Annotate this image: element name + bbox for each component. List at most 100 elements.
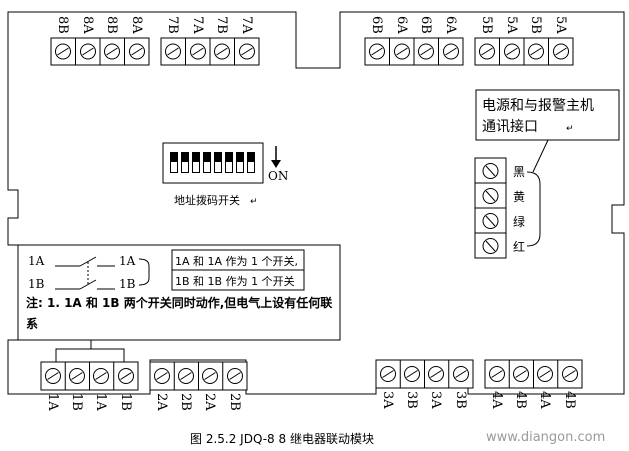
comm-port-terminal: [474, 157, 507, 259]
screw-icon: [482, 163, 499, 179]
group1-bracket: [55, 348, 125, 362]
screw-icon: [45, 368, 61, 384]
screw-icon: [504, 43, 520, 60]
screw-icon: [489, 366, 505, 382]
screw-icon: [443, 43, 459, 60]
note-text-line2: 系: [26, 316, 38, 331]
switch2-left-label: 1B: [28, 277, 45, 291]
screw-icon: [479, 43, 495, 60]
note-text-line1: 注: 1. 1A 和 1B 两个开关同时动作,但电气上设有任何联: [26, 295, 332, 310]
terminal-block-3: 3A 3B 3A 3B: [375, 359, 474, 409]
screw-icon: [190, 43, 206, 60]
screw-icon: [537, 366, 553, 382]
watermark: www.diangon.com: [486, 430, 605, 445]
terminal-label: 5A: [504, 16, 519, 34]
terminal-label: 5B: [479, 16, 494, 34]
return-mark-icon: ↵: [566, 124, 574, 134]
terminal-label: 1B: [69, 393, 84, 411]
screw-icon: [453, 366, 469, 382]
terminal-label: 7A: [239, 16, 254, 34]
terminal-label: 8B: [55, 16, 70, 34]
terminal-label: 6B: [369, 16, 384, 34]
dip-caption: 地址拨码开关: [174, 193, 240, 207]
terminal-label: 7B: [214, 16, 229, 34]
screw-icon: [482, 213, 499, 229]
switch-symbol-1: [55, 256, 115, 267]
dip-switch: [162, 142, 264, 184]
wire-color-green: 绿: [513, 214, 525, 229]
terminal-block-7: 7B 7A 7B 7A: [160, 16, 260, 66]
terminal-label: 4B: [562, 391, 577, 409]
screw-icon: [80, 43, 96, 60]
terminal-block-4: 4A 4B 4A 4B: [484, 359, 583, 409]
switch1-right-label: 1A: [119, 254, 136, 268]
screw-icon: [93, 368, 109, 384]
screw-icon: [428, 366, 444, 382]
terminal-block-5: 5B 5A 5B 5A: [474, 16, 574, 66]
board-outline: [7, 11, 625, 395]
terminal-label: 3B: [404, 391, 419, 409]
terminal-label: 8B: [104, 16, 119, 34]
terminal-label: 2A: [202, 393, 217, 411]
screw-icon: [553, 43, 569, 60]
terminal-label: 6B: [418, 16, 433, 34]
terminal-label: 5A: [553, 16, 568, 34]
terminal-label: 8A: [129, 16, 144, 34]
terminal-label: 3A: [380, 391, 395, 409]
terminal-label: 3B: [453, 391, 468, 409]
switch1-left-label: 1A: [28, 254, 45, 268]
terminal-label: 6A: [443, 16, 458, 34]
switch-bracket: [138, 258, 150, 286]
figure-caption: 图 2.5.2 JDQ-8 8 继电器联动模块: [190, 432, 374, 446]
wire-color-red: 红: [513, 239, 525, 254]
terminal-label: 3A: [428, 391, 443, 409]
screw-icon: [55, 43, 71, 60]
terminal-label: 4B: [513, 391, 528, 409]
screw-icon: [482, 188, 499, 204]
switch2-right-label: 1B: [119, 277, 136, 291]
terminal-label: 2A: [154, 393, 169, 411]
screw-icon: [214, 43, 230, 60]
screw-icon: [418, 43, 434, 60]
terminal-label: 8A: [80, 16, 95, 34]
wire-bracket: [526, 171, 541, 247]
screw-icon: [118, 368, 134, 384]
terminal-label: 1B: [118, 393, 133, 411]
screw-icon: [404, 366, 420, 382]
terminal-label: 1A: [45, 393, 60, 411]
return-mark-icon: ↵: [250, 197, 258, 207]
screw-icon: [513, 366, 529, 382]
wire-color-yellow: 黄: [513, 190, 525, 204]
screw-icon: [239, 43, 255, 60]
terminal-label: 4A: [489, 391, 504, 409]
terminal-block-8: 8B 8A 8B 8A: [50, 16, 150, 66]
on-arrow-icon: [271, 146, 281, 168]
screw-icon: [154, 368, 170, 384]
screw-icon: [227, 368, 243, 384]
screw-icon: [178, 368, 194, 384]
switch-symbol-2: [55, 279, 115, 290]
terminal-label: 4A: [537, 391, 552, 409]
leader-line: [532, 139, 549, 173]
screw-icon: [562, 366, 578, 382]
terminal-label: 5B: [528, 16, 543, 34]
terminal-label: 2B: [227, 393, 242, 411]
comm-port-label-line2: 通讯接口: [482, 118, 538, 135]
screw-icon: [380, 366, 396, 382]
terminal-block-6: 6B 6A 6B 6A: [364, 16, 464, 66]
terminal-label: 1A: [93, 393, 108, 411]
terminal-label: 2B: [178, 393, 193, 411]
terminal-label: 6A: [394, 16, 409, 34]
screw-icon: [369, 43, 385, 60]
dip-on-label: ON: [268, 169, 288, 183]
terminal-label: 7A: [190, 16, 205, 34]
comm-port-label-box: [475, 89, 620, 141]
terminal-label: 7B: [165, 16, 180, 34]
screw-icon: [129, 43, 145, 60]
terminal-block-2: 2A 2B 2A 2B: [149, 361, 248, 411]
screw-icon: [202, 368, 218, 384]
switch-desc-2: 1B 和 1B 作为 1 个开关: [175, 274, 295, 288]
screw-icon: [528, 43, 544, 60]
screw-icon: [104, 43, 120, 60]
